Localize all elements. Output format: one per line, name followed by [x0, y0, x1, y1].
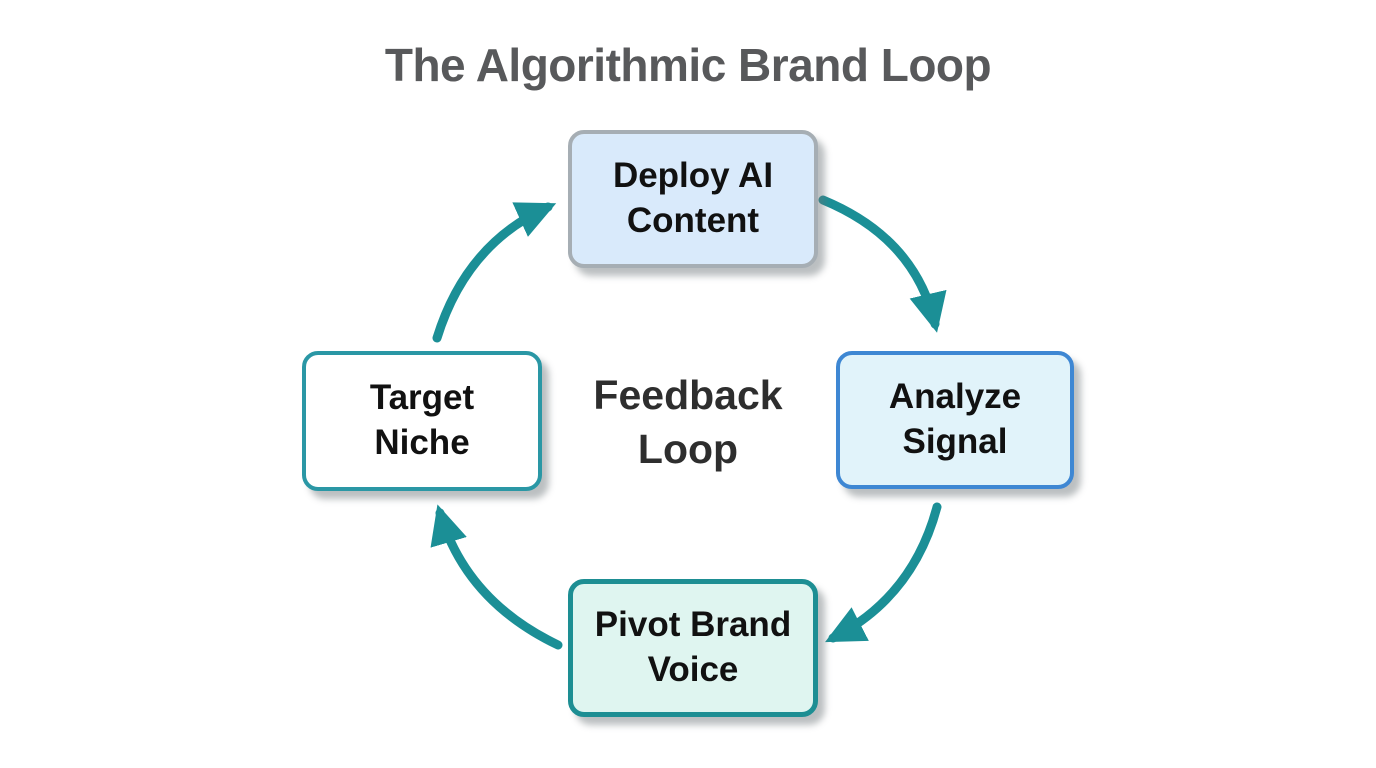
center-label-line: Feedback: [593, 372, 783, 418]
node-label-line: Target: [369, 378, 475, 418]
node-label-line: Signal: [902, 422, 1008, 461]
node-label-line: Voice: [647, 650, 739, 689]
node-label-line: Niche: [374, 423, 470, 462]
arrow-target-to-deploy: [432, 202, 557, 343]
node-label-line: Deploy AI: [612, 156, 774, 196]
arrow-deploy-to-analyze: [818, 195, 947, 333]
node-analyze-signal: Analyze Signal: [836, 351, 1074, 489]
arrow-analyze-to-pivot: [824, 502, 942, 643]
center-label-line: Loop: [637, 426, 739, 473]
node-pivot-brand-voice: Pivot Brand Voice: [568, 579, 818, 717]
node-label-line: Content: [626, 201, 760, 240]
diagram-title: The Algorithmic Brand Loop: [384, 39, 992, 91]
node-label-line: Pivot Brand: [594, 605, 792, 645]
node-target-niche: Target Niche: [302, 351, 542, 491]
node-deploy-ai-content: Deploy AI Content: [568, 130, 818, 268]
node-label-line: Analyze: [888, 377, 1022, 417]
center-label-feedback-loop: Feedback Loop: [538, 368, 838, 476]
arrow-pivot-to-target: [430, 504, 563, 650]
